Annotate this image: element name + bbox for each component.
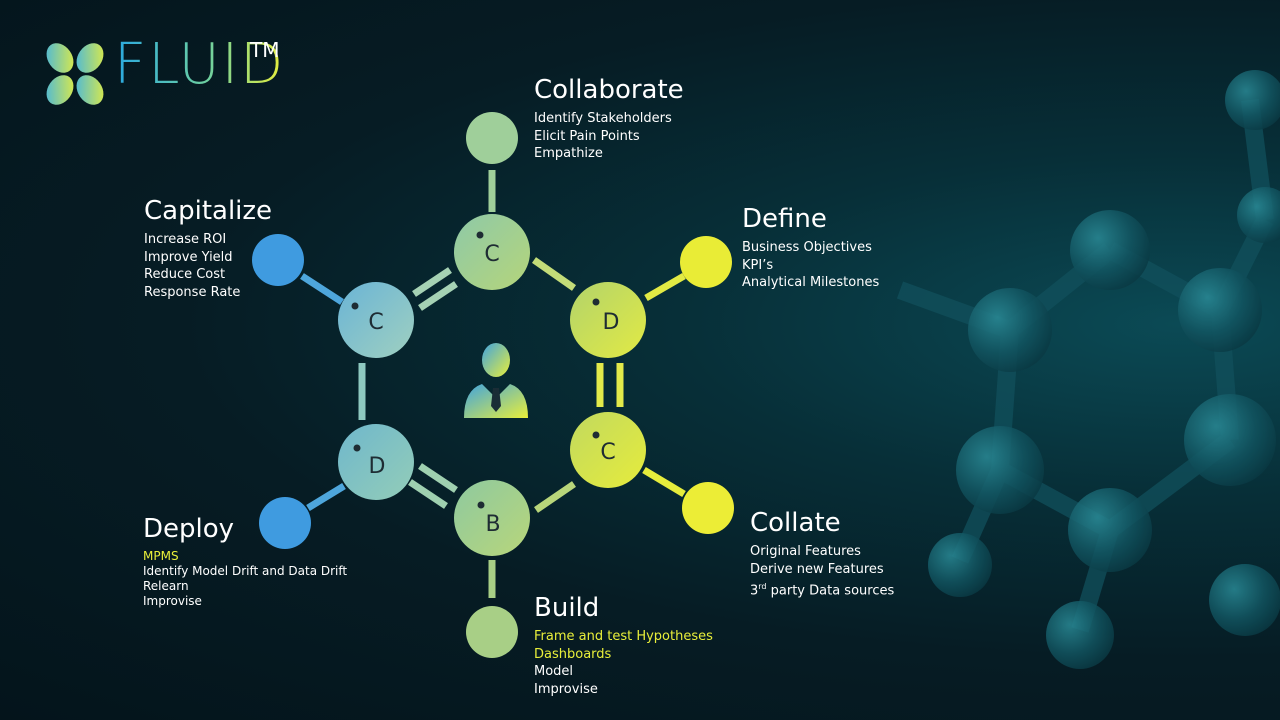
section-item: Derive new Features: [750, 561, 884, 577]
spoke-capitalize: [300, 273, 344, 305]
section-title-define: Define: [742, 204, 827, 234]
node-letter: C: [484, 242, 499, 267]
node-letter: B: [485, 512, 500, 537]
node-c-right: C: [570, 412, 646, 488]
bond-c-d: [531, 257, 577, 291]
section-item: Increase ROI: [144, 232, 227, 247]
businessman-icon: [464, 343, 528, 418]
node-dot: [351, 302, 359, 310]
node-dot: [592, 298, 600, 306]
node-letter: C: [368, 310, 383, 335]
bond-c-c-double-1: [412, 267, 452, 297]
section-capitalize: Capitalize Increase ROI Improve Yield Re…: [144, 195, 272, 301]
section-item: Original Features: [750, 544, 861, 559]
spoke-deploy: [306, 483, 346, 511]
bond-b-d-double-2: [408, 479, 448, 509]
section-title-build: Build: [534, 593, 600, 623]
section-item: Model: [534, 664, 574, 679]
node-dot: [477, 501, 485, 509]
section-item: Analytical Milestones: [742, 275, 880, 290]
node-c-left: C: [338, 282, 414, 358]
outer-circle-define: [680, 236, 732, 288]
logo-trademark: TM: [250, 38, 280, 62]
node-letter: D: [369, 454, 386, 479]
fluid-logo: [38, 38, 298, 110]
section-title-capitalize: Capitalize: [144, 196, 273, 226]
section-item-highlight: MPMS: [143, 549, 179, 563]
node-dot: [592, 431, 600, 439]
outer-circle-capitalize: [252, 234, 304, 286]
section-title-collate: Collate: [750, 508, 841, 538]
section-item: Business Objectives: [742, 240, 872, 255]
section-collate: Collate Original Features Derive new Fea…: [750, 507, 894, 600]
section-item: Improvise: [143, 594, 202, 608]
section-deploy: Deploy MPMS Identify Model Drift and Dat…: [143, 513, 347, 609]
section-item: Improve Yield: [144, 249, 233, 265]
section-item-highlight: Dashboards: [534, 646, 612, 662]
logo-text: FLUID: [114, 32, 286, 97]
section-item: Relearn: [143, 579, 189, 593]
node-d-right: D: [570, 282, 646, 358]
section-item: Identify Model Drift and Data Drift: [143, 564, 348, 578]
node-letter: D: [603, 310, 620, 335]
section-item-highlight: Frame and test Hypotheses: [534, 629, 713, 644]
section-collaborate: Collaborate Identify Stakeholders Elicit…: [534, 74, 684, 163]
outer-circle-deploy: [259, 497, 311, 549]
section-build: Build Frame and test Hypotheses Dashboar…: [534, 592, 713, 698]
ordinal-suffix: rd: [758, 582, 767, 591]
node-letter: C: [600, 440, 615, 465]
section-item: Elicit Pain Points: [534, 128, 640, 144]
fluid-logo-icon: [46, 43, 104, 105]
section-item: Identify Stakeholders: [534, 111, 672, 126]
bond-c-b: [534, 481, 576, 513]
section-item-third-party: 3rd party Data sources: [750, 578, 894, 600]
spoke-collate: [642, 466, 686, 498]
node-b-bottom: B: [454, 480, 530, 556]
section-define: Define Business Objectives KPI’s Analyti…: [742, 203, 879, 292]
section-item: KPI’s: [742, 257, 774, 273]
outer-circle-build: [466, 606, 518, 658]
section-item: Reduce Cost: [144, 267, 226, 282]
bond-b-d-double-1: [418, 463, 458, 493]
node-d-left: D: [338, 424, 414, 500]
spoke-define: [644, 272, 686, 302]
node-dot: [476, 231, 484, 239]
section-item: Response Rate: [144, 284, 241, 300]
section-title-collaborate: Collaborate: [534, 75, 684, 105]
section-item: Empathize: [534, 146, 603, 161]
bond-c-c-double-2: [418, 281, 458, 311]
section-item: Improvise: [534, 681, 598, 697]
node-c-top: C: [454, 214, 530, 290]
section-title-deploy: Deploy: [143, 514, 235, 544]
item-rest: party Data sources: [766, 583, 895, 599]
ordinal-number: 3: [750, 583, 759, 599]
node-dot: [353, 444, 361, 452]
outer-circle-collaborate: [466, 112, 518, 164]
outer-circle-collate: [682, 482, 734, 534]
